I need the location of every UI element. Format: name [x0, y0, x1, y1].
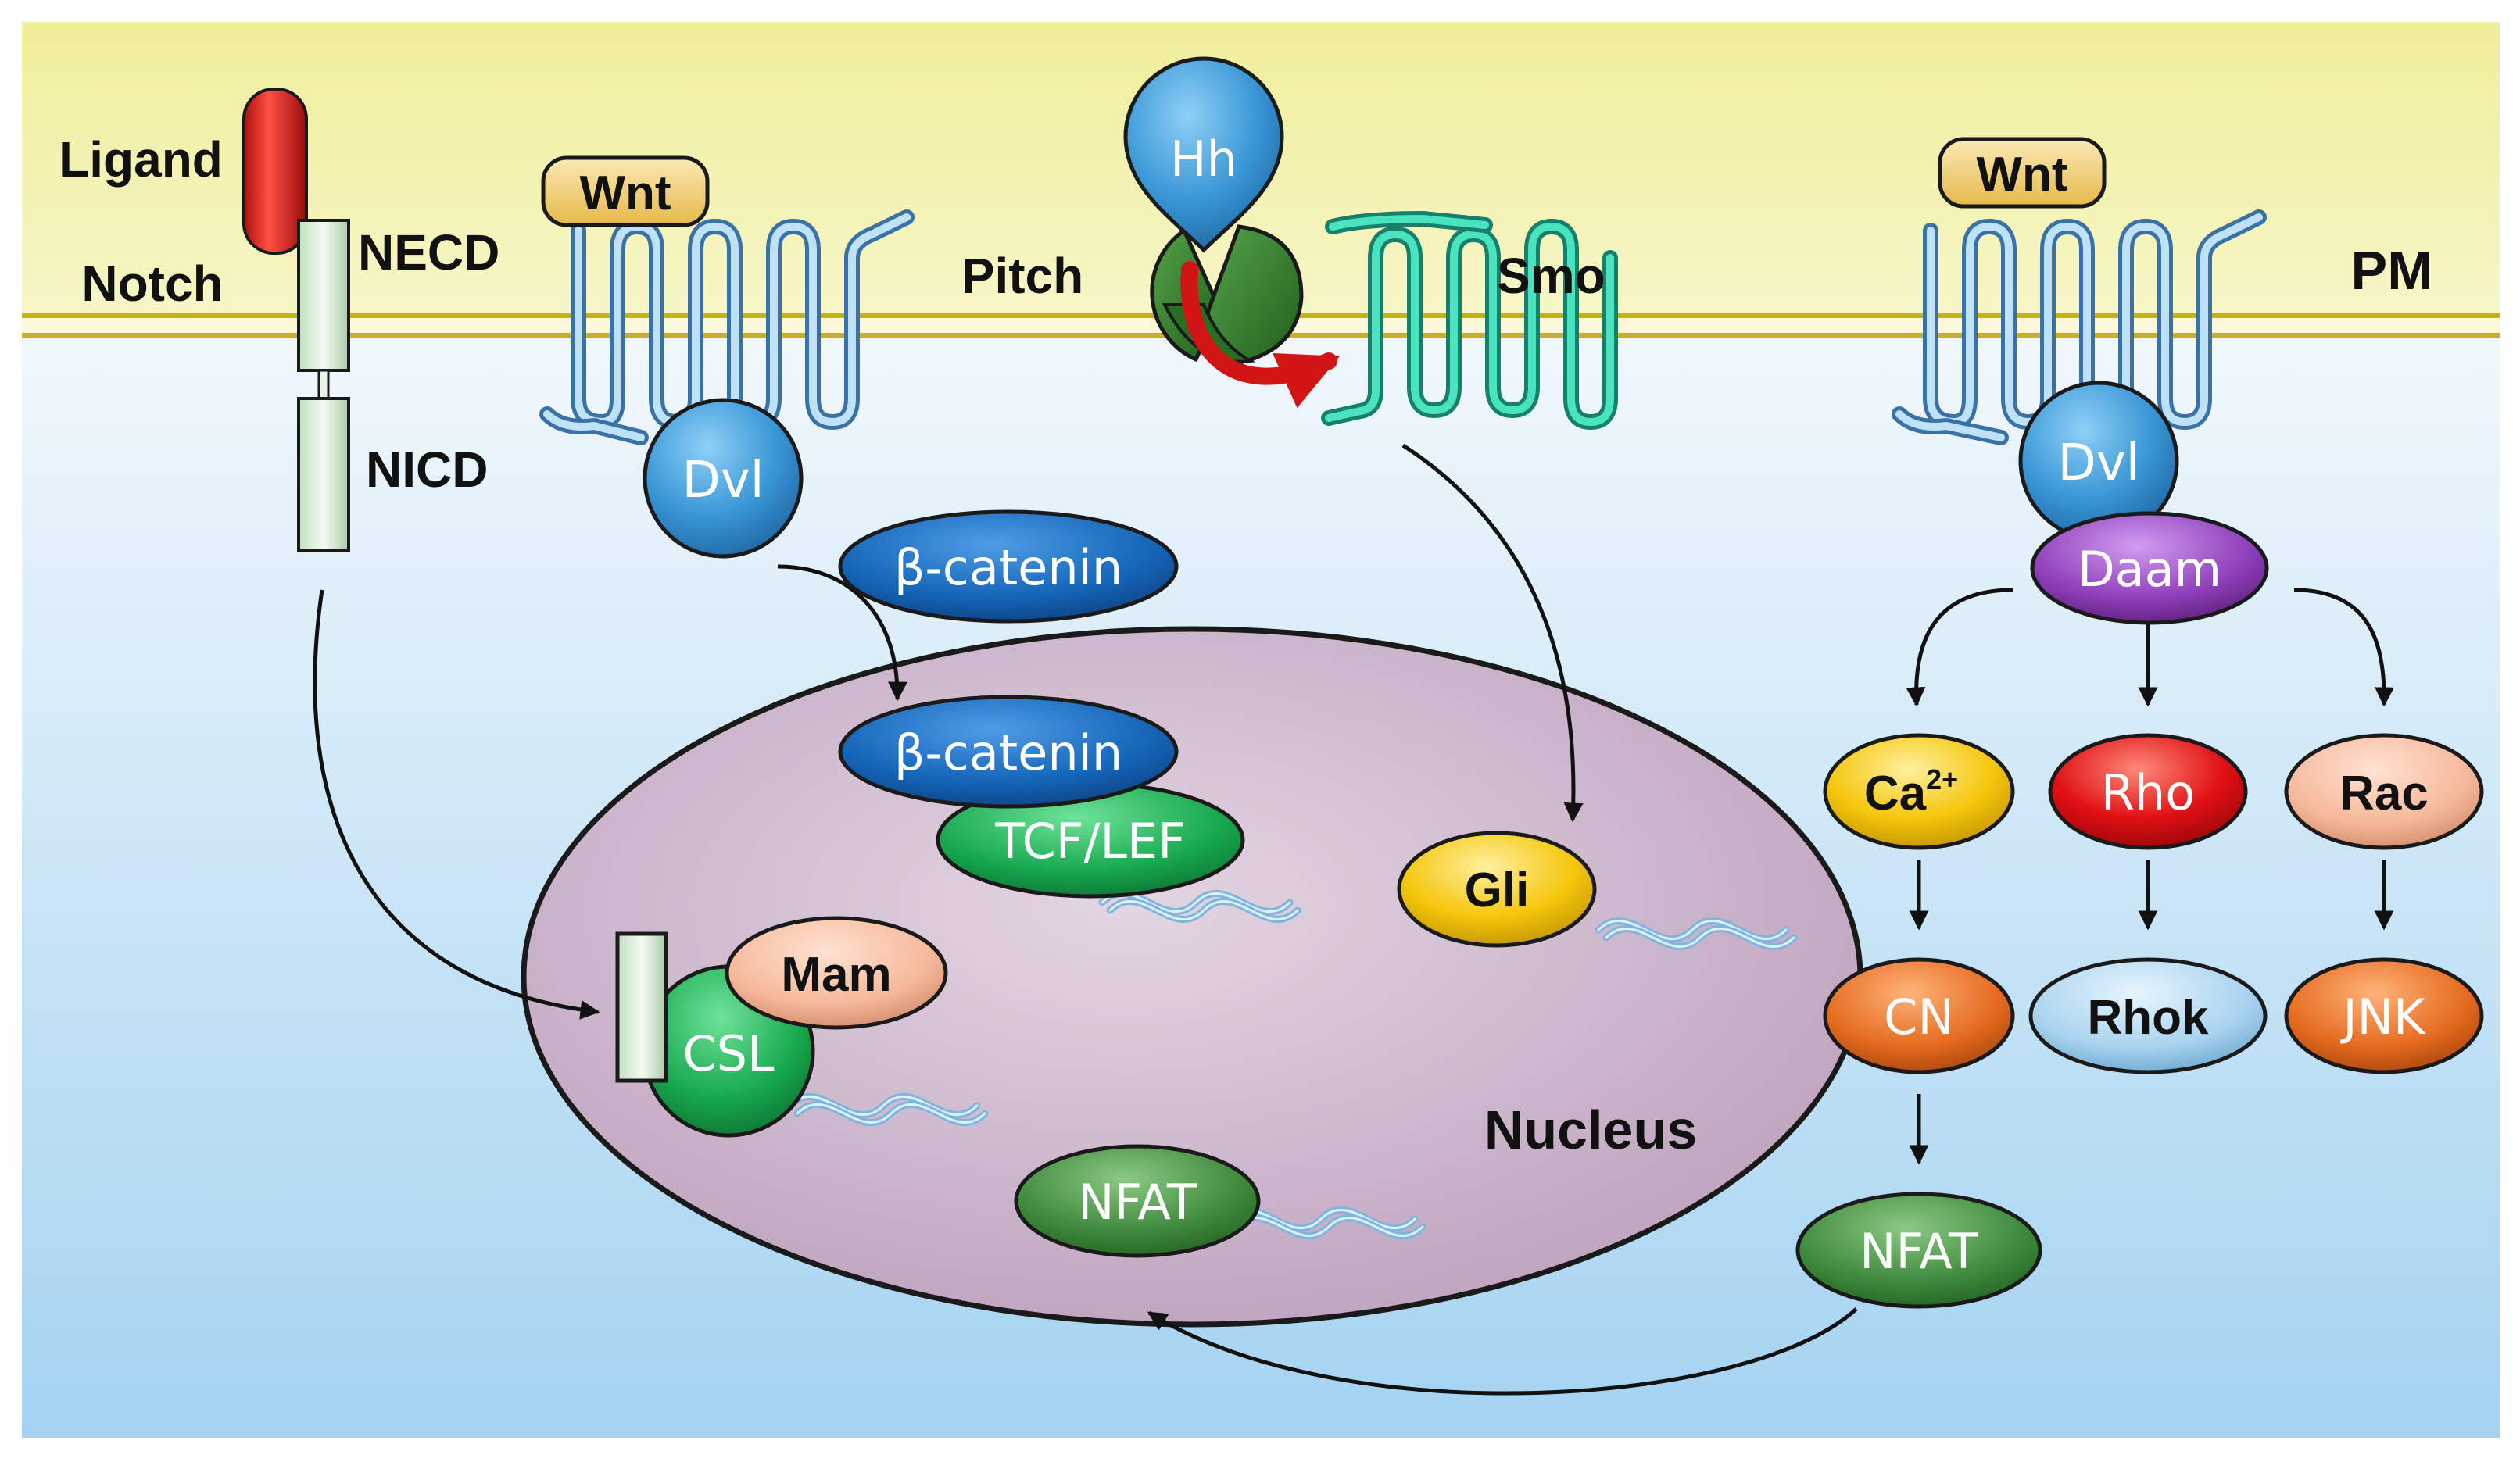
label-pm: PM [2351, 240, 2433, 301]
arrow-daam-to-ca [1906, 588, 2013, 707]
dna-helix-gli [1595, 917, 1798, 951]
rhok-text: Rhok [2088, 991, 2210, 1045]
dvl-right-text: Dvl [2058, 434, 2140, 492]
label-necd: NECD [358, 224, 499, 281]
arrow-nfat-to-nucleus [1147, 1307, 1858, 1396]
label-smo: Smo [1497, 248, 1605, 304]
nfat-cytoplasm-text: NFAT [1860, 1223, 1979, 1280]
wnt-left-text: Wnt [579, 166, 671, 220]
rac-text: Rac [2339, 767, 2429, 820]
arrow-smo-to-gli [1401, 443, 1584, 823]
pathway-arrows [313, 443, 2395, 1396]
mam [725, 916, 948, 1030]
wnt-ligand-left [541, 155, 710, 227]
cn-text: CN [1884, 988, 1954, 1046]
wnt-ligand-right [1938, 137, 2107, 209]
label-pitch: Pitch [961, 248, 1083, 304]
daam [2030, 511, 2269, 625]
daam-text: Daam [2078, 541, 2221, 598]
nfat-nucleus [1014, 1144, 1261, 1258]
gli-text: Gli [1465, 863, 1530, 917]
beta-catenin-cytoplasm [838, 509, 1179, 624]
dvl-left [643, 398, 804, 559]
ca2-text: Ca2+ [1864, 763, 1958, 820]
notch-receptor [242, 88, 350, 552]
jnk-text: JNK [2339, 988, 2426, 1046]
smoothened-receptor [1321, 211, 1618, 430]
wnt-right-text: Wnt [1976, 148, 2067, 202]
hh-text: Hh [1170, 130, 1237, 188]
beta-catenin-nucleus-text: β-catenin [894, 724, 1122, 781]
dna-helix-csl [786, 1092, 989, 1127]
ca-superscript: 2+ [1926, 763, 1958, 795]
label-ligand: Ligand [59, 131, 223, 188]
rhok [2028, 957, 2268, 1074]
ca2 [1823, 733, 2015, 850]
frizzled-receptor-left [539, 209, 915, 445]
csl-text: CSL [682, 1025, 775, 1082]
nfat-nucleus-text: NFAT [1078, 1174, 1197, 1231]
beta-catenin-cytoplasm-text: β-catenin [894, 539, 1122, 596]
arrow-dvl-to-beta-catenin [777, 564, 907, 702]
jnk [2284, 957, 2484, 1074]
mam-text: Mam [781, 948, 891, 1002]
ca-base: Ca [1864, 767, 1927, 820]
necd-segment [297, 219, 350, 372]
rho-text: Rho [2101, 764, 2195, 821]
frizzled-receptor-right [1892, 209, 2267, 445]
label-nicd: NICD [366, 441, 488, 498]
arrow-daam-to-rac [2293, 588, 2395, 707]
hh-ligand [1123, 56, 1284, 253]
cn [1823, 957, 2015, 1074]
label-nucleus: Nucleus [1484, 1099, 1697, 1160]
arrow-nicd-to-csl [313, 589, 600, 1020]
nicd-segment [297, 397, 350, 552]
ligand-bar [242, 88, 308, 255]
nfat-cytoplasm [1795, 1192, 2042, 1309]
hh-activation-arrow [1180, 261, 1341, 409]
beta-catenin-nucleus [838, 695, 1179, 809]
gli [1397, 831, 1597, 948]
label-notch: Notch [81, 256, 223, 312]
notch-linker [317, 369, 330, 400]
rac [2284, 733, 2484, 850]
dvl-left-text: Dvl [682, 452, 764, 509]
rho [2048, 733, 2248, 850]
nicd-bound [615, 931, 668, 1083]
tcf-lef-text: TCF/LEF [994, 813, 1185, 870]
